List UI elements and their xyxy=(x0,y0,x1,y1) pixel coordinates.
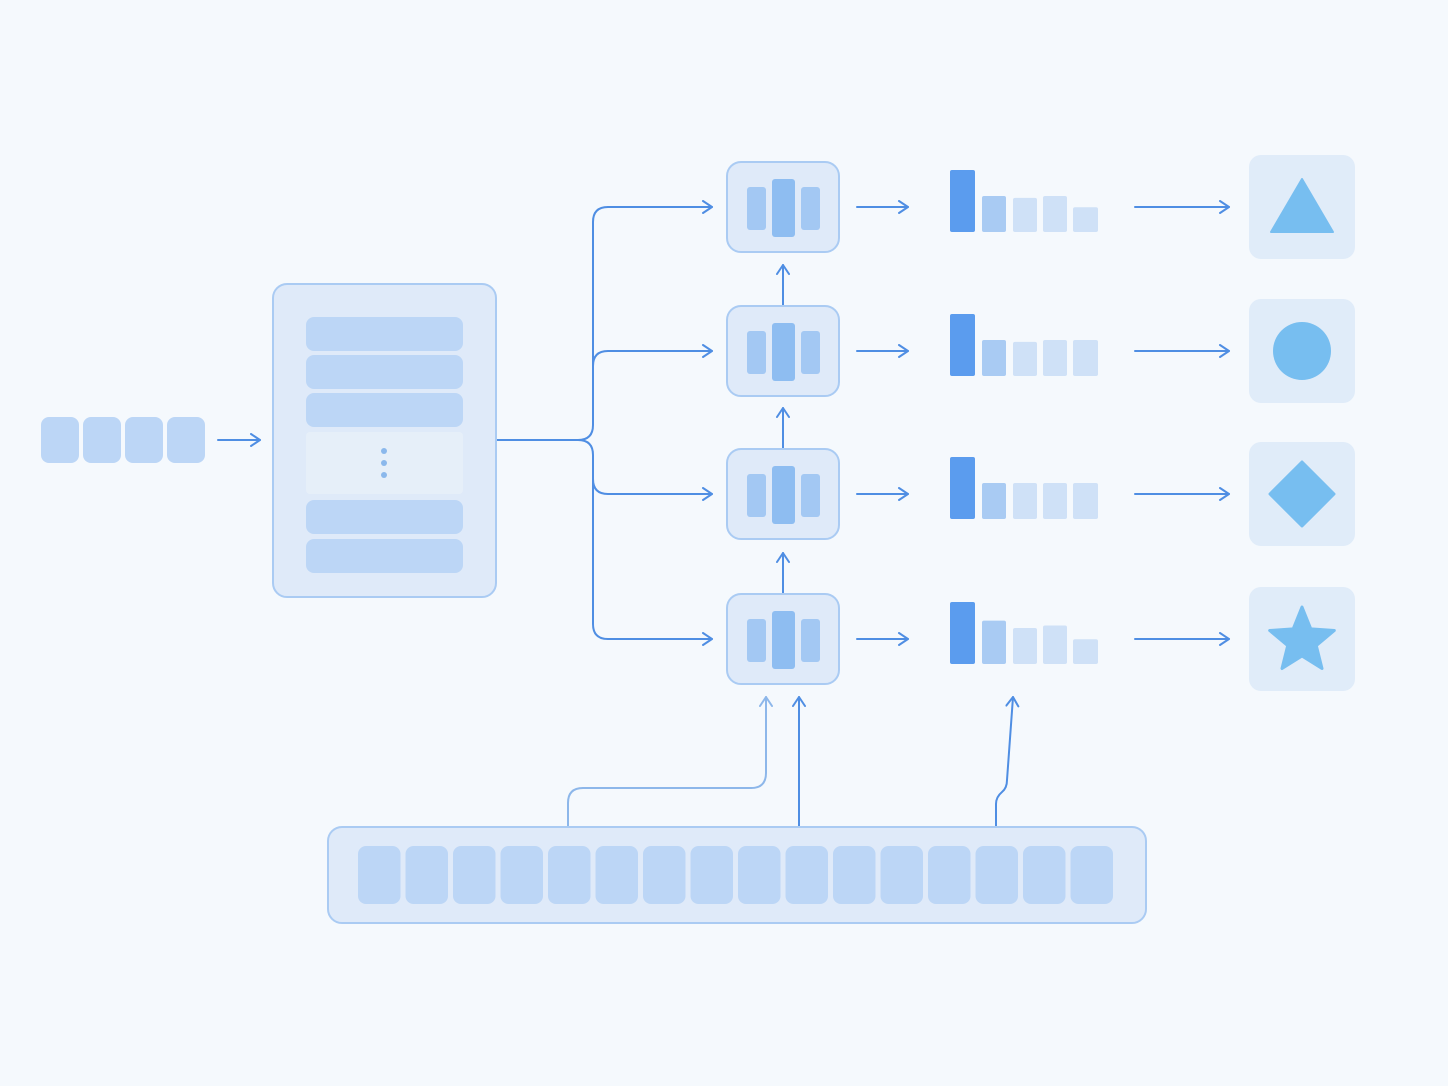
sequence-token xyxy=(880,846,923,904)
sequence-token xyxy=(548,846,591,904)
distribution-bar xyxy=(1013,197,1037,232)
distribution-bar xyxy=(950,170,975,232)
distribution-bars xyxy=(950,170,1098,232)
star-icon xyxy=(1268,605,1336,670)
distribution-bar xyxy=(982,340,1006,376)
distribution-bar xyxy=(1043,625,1067,664)
distribution-bars xyxy=(950,314,1098,376)
block-bar-icon xyxy=(747,187,766,230)
block-bar-icon xyxy=(747,331,766,374)
ellipsis-dot xyxy=(381,472,387,478)
sequence-token xyxy=(358,846,401,904)
sequence-token xyxy=(1070,846,1113,904)
distribution-bar xyxy=(982,620,1006,664)
sequence-token xyxy=(405,846,448,904)
sequence-token xyxy=(453,846,496,904)
sequence-token xyxy=(833,846,876,904)
ellipsis-dot xyxy=(381,448,387,454)
encoder-layer-row xyxy=(306,393,463,427)
stage-4 xyxy=(726,587,1355,691)
sequence-token xyxy=(1023,846,1066,904)
block-bar-icon xyxy=(801,474,820,517)
input-token xyxy=(41,417,79,463)
circle-icon xyxy=(1273,322,1331,380)
sequence-token xyxy=(785,846,828,904)
distribution-bar xyxy=(982,196,1006,232)
branch-arrow-2 xyxy=(592,344,713,367)
bottom-sequence xyxy=(327,826,1147,924)
distribution-bar xyxy=(1073,483,1098,519)
sequence-arrow-left xyxy=(567,696,773,827)
distribution-bar xyxy=(1013,628,1037,664)
distribution-bar xyxy=(1013,483,1037,519)
block-bar-icon xyxy=(801,331,820,374)
input-token-sequence xyxy=(41,417,205,463)
stage-3 xyxy=(726,442,1355,546)
input-token xyxy=(167,417,205,463)
block-bar-icon xyxy=(801,619,820,662)
connector-layer xyxy=(217,200,1230,827)
sequence-token xyxy=(595,846,638,904)
block-bar-icon xyxy=(772,323,795,381)
sequence-token xyxy=(643,846,686,904)
distribution-bar xyxy=(1043,196,1067,232)
sequence-arrow-right xyxy=(995,696,1020,827)
node-layer xyxy=(41,155,1355,924)
input-token xyxy=(125,417,163,463)
sequence-token xyxy=(500,846,543,904)
diamond-icon xyxy=(1268,460,1336,528)
sequence-token xyxy=(738,846,781,904)
distribution-bar xyxy=(982,483,1006,519)
sequence-token xyxy=(928,846,971,904)
stage-1 xyxy=(726,155,1355,259)
distribution-bar xyxy=(1073,639,1098,664)
branch-trunk-down xyxy=(577,439,609,640)
distribution-bar xyxy=(1073,340,1098,376)
distribution-bar xyxy=(1013,341,1037,376)
ellipsis-dot xyxy=(381,460,387,466)
block-bar-icon xyxy=(801,187,820,230)
distribution-bar xyxy=(1073,207,1098,232)
distribution-bar xyxy=(950,457,975,519)
encoder-block xyxy=(272,283,497,598)
triangle-icon xyxy=(1270,178,1334,233)
encoder-layer-row xyxy=(306,539,463,573)
distribution-bars xyxy=(950,457,1098,519)
block-bar-icon xyxy=(772,466,795,524)
block-bar-icon xyxy=(747,474,766,517)
branch-trunk-up xyxy=(496,206,609,441)
stage-2 xyxy=(726,299,1355,403)
block-bar-icon xyxy=(747,619,766,662)
branch-arrow-3 xyxy=(592,478,713,501)
sequence-token xyxy=(690,846,733,904)
encoder-layer-row xyxy=(306,500,463,534)
input-token xyxy=(83,417,121,463)
encoder-layer-row xyxy=(306,317,463,351)
distribution-bar xyxy=(1043,340,1067,376)
sequence-token xyxy=(975,846,1018,904)
block-bar-icon xyxy=(772,179,795,237)
distribution-bars xyxy=(950,602,1098,664)
encoder-layer-row xyxy=(306,355,463,389)
block-bar-icon xyxy=(772,611,795,669)
distribution-bar xyxy=(950,314,975,376)
distribution-bar xyxy=(1043,483,1067,519)
distribution-bar xyxy=(950,602,975,664)
